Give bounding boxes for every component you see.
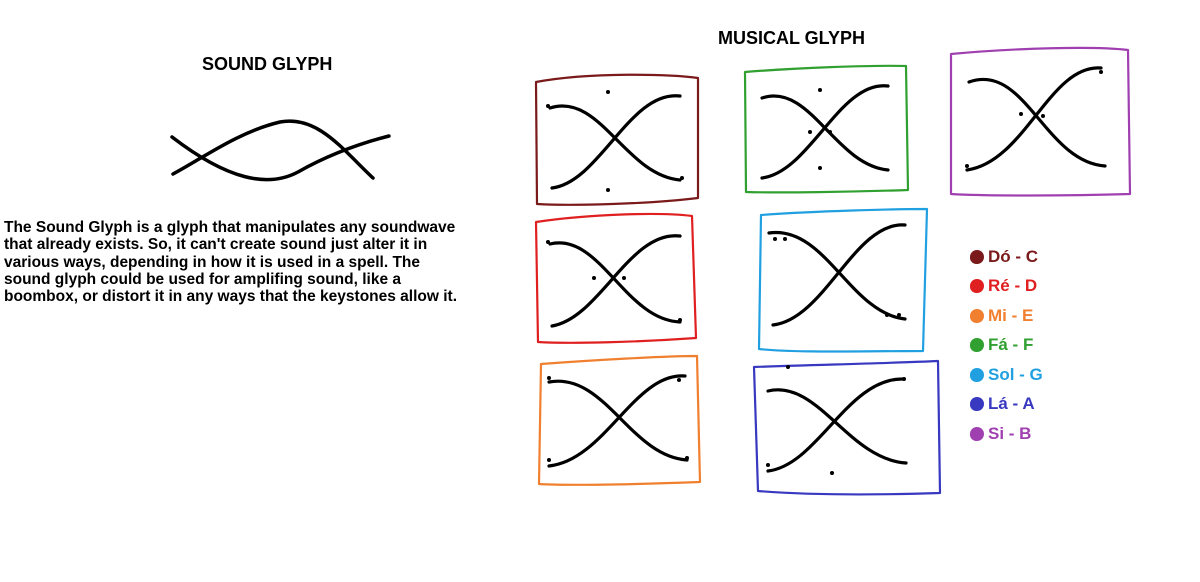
glyph-frame	[743, 64, 910, 194]
musical-glyph-la	[752, 359, 942, 496]
color-swatch-icon	[970, 367, 984, 382]
glyph-frame	[534, 73, 700, 206]
musical-glyph-re	[534, 212, 698, 344]
color-swatch-icon	[970, 338, 984, 353]
color-swatch-icon	[970, 397, 984, 412]
legend-label: Ré - D	[988, 276, 1038, 296]
color-swatch-icon	[970, 249, 984, 264]
color-swatch-icon	[970, 279, 984, 294]
legend-item-do: Dó - C	[970, 242, 1043, 272]
legend-label: Dó - C	[988, 246, 1039, 266]
glyph-frame	[534, 212, 698, 344]
sound-glyph-title: SOUND GLYPH	[202, 54, 333, 74]
legend-label: Fá - F	[988, 335, 1034, 355]
glyph-frame	[949, 46, 1132, 197]
glyph-frame	[752, 359, 942, 496]
sound-glyph-description: The Sound Glyph is a glyph that manipula…	[4, 219, 458, 306]
legend-label: Mi - E	[988, 305, 1034, 325]
legend-item-re: Ré - D	[970, 272, 1043, 302]
musical-glyph-fa	[743, 64, 910, 194]
color-swatch-icon	[970, 308, 984, 323]
legend-label: Sol - G	[988, 364, 1043, 384]
musical-glyph-title: MUSICAL GLYPH	[718, 28, 866, 48]
note-legend: Dó - C Ré - D Mi - E Fá - F Sol - G Lá -…	[970, 242, 1043, 449]
sound-glyph-drawing	[170, 119, 391, 182]
musical-glyph-sol	[757, 207, 929, 353]
legend-item-fa: Fá - F	[970, 331, 1043, 361]
musical-glyph-si	[949, 46, 1132, 197]
musical-glyph-mi	[537, 354, 702, 486]
glyph-frame	[537, 354, 702, 486]
legend-item-la: Lá - A	[970, 390, 1043, 420]
color-swatch-icon	[970, 426, 984, 441]
legend-item-mi: Mi - E	[970, 301, 1043, 331]
legend-item-si: Si - B	[970, 419, 1043, 449]
musical-glyph-do	[534, 73, 700, 206]
legend-label: Si - B	[988, 423, 1032, 443]
legend-item-sol: Sol - G	[970, 360, 1043, 390]
legend-label: Lá - A	[988, 394, 1035, 414]
glyph-frame	[757, 207, 929, 353]
